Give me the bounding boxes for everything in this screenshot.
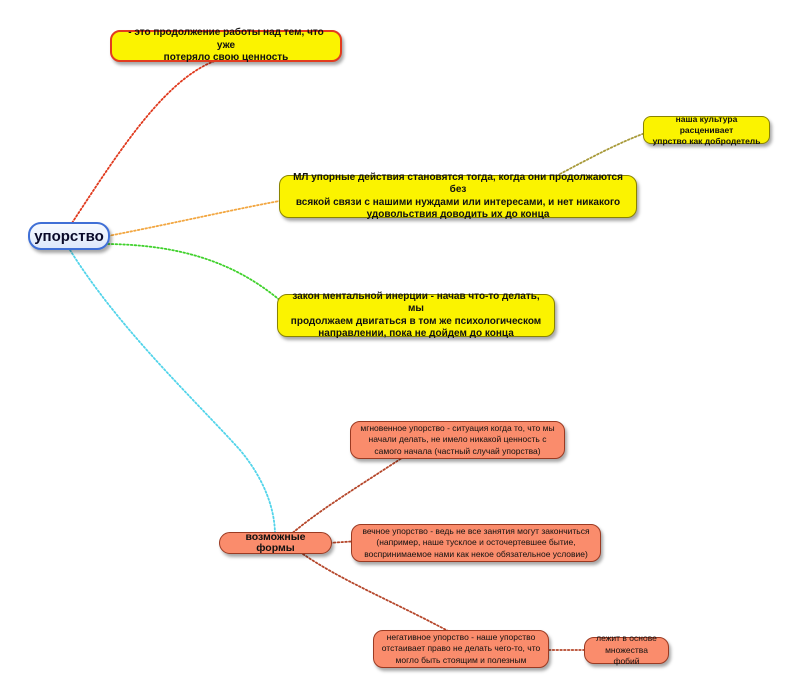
root-node[interactable]: упорство — [28, 222, 110, 250]
link-root-ml — [107, 199, 286, 237]
definition-node[interactable]: - это продолжение работы над тем, что уж… — [110, 27, 342, 64]
link-forms-instant — [289, 455, 406, 536]
link-root-forms — [69, 249, 276, 536]
forms-text: возможные формы — [245, 530, 306, 554]
link-ml-culture — [559, 131, 649, 175]
eternal-node[interactable]: вечное упорство - ведь не все занятия мо… — [351, 524, 601, 562]
instant-node[interactable]: мгновенное упорство - ситуация когда то,… — [350, 421, 565, 459]
link-root-definition — [69, 57, 226, 227]
link-forms-negative — [299, 551, 451, 633]
ml-node[interactable]: МЛ упорные действия становятся тогда, ко… — [279, 172, 637, 220]
eternal-text: вечное упорство - ведь не все занятия мо… — [362, 525, 590, 559]
inertia-text: закон ментальной инерции - начав что-то … — [290, 290, 542, 340]
culture-text: наша культура расценивает упрство как до… — [652, 113, 761, 146]
negative-node[interactable]: негативное упорство - наше упорство отст… — [373, 630, 549, 668]
root-label: упорство — [34, 227, 104, 245]
inertia-node[interactable]: закон ментальной инерции - начав что-то … — [277, 291, 555, 339]
culture-node[interactable]: наша культура расценивает упрство как до… — [643, 113, 770, 146]
link-root-inertia — [107, 243, 283, 303]
definition-text: - это продолжение работы над тем, что уж… — [128, 27, 324, 64]
instant-text: мгновенное упорство - ситуация когда то,… — [360, 422, 555, 456]
phobias-node[interactable]: лежит в основе множества фобий — [584, 633, 669, 666]
forms-node[interactable]: возможные формы — [219, 530, 332, 554]
ml-text: МЛ упорные действия становятся тогда, ко… — [293, 171, 623, 221]
negative-text: негативное упорство - наше упорство отст… — [381, 631, 541, 665]
phobias-text: лежит в основе множества фобий — [596, 633, 657, 667]
